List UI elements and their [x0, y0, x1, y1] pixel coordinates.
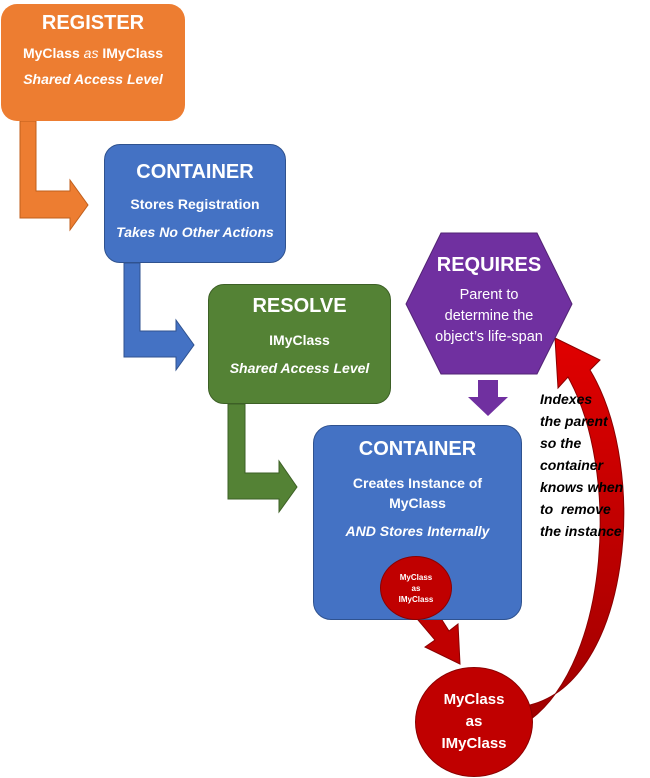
note-line: to remove: [540, 501, 611, 517]
resolve-title: RESOLVE: [252, 295, 347, 317]
small-circle-line-1: MyClass: [399, 572, 433, 582]
container-1-line-2: Takes No Other Actions: [116, 224, 274, 240]
note-line: knows when: [540, 479, 624, 495]
big-circle-line-1: MyClass: [443, 691, 505, 708]
big-circle-line-2: as: [465, 713, 483, 730]
container-1-title: CONTAINER: [136, 161, 254, 183]
note-line: the instance: [540, 523, 622, 539]
indexes-parent-note: Indexes the parent so the container know…: [540, 388, 650, 542]
resolve-line-2: Shared Access Level: [229, 360, 370, 376]
register-access-level: Shared Access Level: [23, 71, 163, 87]
note-line: so the: [540, 435, 582, 451]
arrow-container-to-resolve: [123, 262, 195, 372]
register-line-1: MyClass as IMyClass: [1, 45, 185, 61]
big-circle-line-3: IMyClass: [441, 735, 507, 752]
note-line: the parent: [540, 413, 608, 429]
arrow-register-to-container: [19, 120, 89, 232]
arrow-requires-down: [468, 380, 508, 416]
resolve-box: RESOLVE IMyClass Shared Access Level: [208, 284, 391, 404]
instance-circle: MyClass as IMyClass: [415, 667, 533, 777]
register-as-keyword: as: [83, 45, 99, 61]
note-line: Indexes: [540, 391, 593, 407]
small-circle-line-2: as: [411, 583, 421, 593]
stored-instance-circle: MyClass as IMyClass: [380, 556, 452, 620]
requires-hexagon: [405, 232, 573, 375]
resolve-line-1: IMyClass: [269, 332, 330, 348]
requires-text: REQUIRES Parent to determine the object’…: [405, 232, 573, 348]
requires-title: REQUIRES: [436, 254, 542, 276]
requires-body: Parent to determine the object’s life-sp…: [435, 287, 543, 345]
arrow-resolve-to-container: [227, 403, 298, 514]
register-interface-name: IMyClass: [102, 45, 164, 61]
register-title: REGISTER: [41, 12, 145, 34]
container-1-line-1: Stores Registration: [130, 196, 260, 212]
container-2-title: CONTAINER: [358, 438, 477, 460]
register-box: REGISTER MyClass as IMyClass Shared Acce…: [1, 4, 185, 121]
container-2-line-2: AND Stores Internally: [345, 523, 490, 539]
container-box-1: CONTAINER Stores Registration Takes No O…: [104, 144, 286, 263]
small-circle-line-3: IMyClass: [398, 594, 434, 604]
container-box-2: CONTAINER Creates Instance of MyClass AN…: [313, 425, 522, 620]
note-line: container: [540, 457, 604, 473]
container-2-line-1: Creates Instance of MyClass: [352, 475, 483, 511]
register-class-name: MyClass: [22, 45, 80, 61]
